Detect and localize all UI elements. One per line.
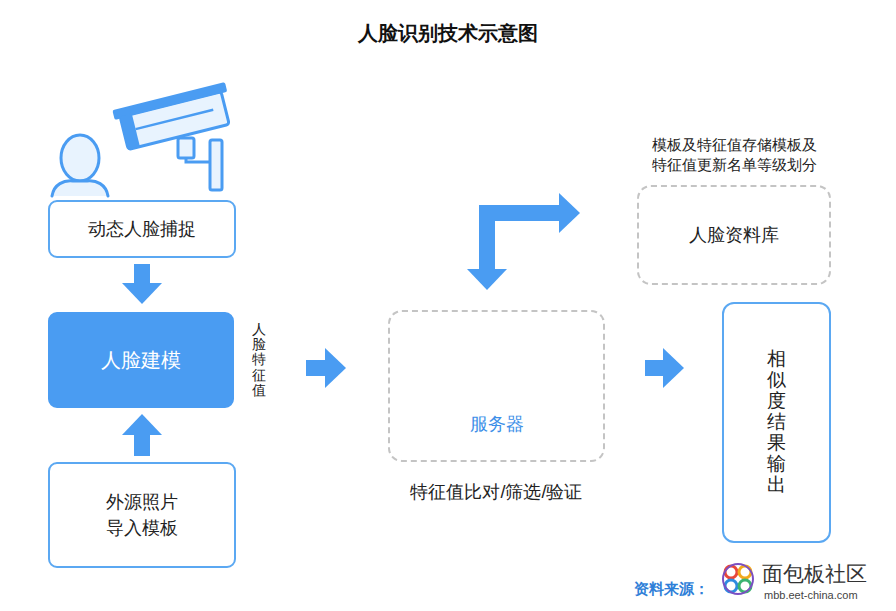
edge-label: 人脸特征值	[252, 322, 266, 399]
camera-lens	[120, 114, 140, 150]
arrow-shaft	[487, 213, 560, 270]
box-heading: 特征值比对/筛选/验证	[410, 480, 582, 504]
arrow-head	[467, 269, 507, 290]
block-arrow	[645, 348, 684, 388]
box-label: 人脸建模	[101, 347, 181, 374]
process-box: 动态人脸捕捉	[48, 200, 236, 258]
source-note: 资料来源：	[634, 580, 709, 599]
arrow-shaft	[134, 434, 150, 456]
block-arrow	[306, 348, 346, 388]
arrow-shaft	[306, 360, 326, 376]
camera-pole	[210, 140, 222, 190]
block-arrow	[467, 193, 580, 290]
watermark: 面包板社区	[762, 560, 867, 588]
block-arrow	[122, 414, 162, 456]
block-arrow	[122, 264, 162, 304]
watermark-logo	[723, 564, 753, 594]
person-icon	[52, 135, 108, 196]
camera-icon	[112, 82, 235, 190]
box-label: 人脸资料库	[689, 223, 779, 247]
arrow-head	[559, 193, 580, 233]
arrow-shaft	[134, 264, 150, 284]
camera-mount	[178, 138, 194, 158]
box-label: 动态人脸捕捉	[88, 217, 196, 241]
process-box: 人脸建模	[48, 312, 234, 408]
arrow-shaft	[645, 360, 664, 376]
arrow-head	[325, 348, 346, 388]
person-shoulders	[52, 181, 108, 196]
box-heading: 服务器	[470, 412, 524, 436]
server-box: 服务器特征值比对/筛选/验证	[388, 310, 605, 462]
arrow-head	[122, 283, 162, 304]
process-box: 外源照片 导入模板	[48, 462, 236, 568]
box-label: 相似度结果输出	[767, 349, 786, 495]
box-heading: 模板及特征值存储模板及 特征值更新名单等级划分	[644, 135, 824, 176]
arrow-head	[122, 414, 162, 435]
output-box: 相似度结果输出	[722, 302, 831, 543]
arrow-head	[663, 348, 684, 388]
camera-stripe	[136, 110, 214, 129]
database-box: 模板及特征值存储模板及 特征值更新名单等级划分人脸资料库	[637, 185, 831, 285]
diagram-title: 人脸识别技术示意图	[0, 20, 896, 47]
box-label: 外源照片 导入模板	[102, 489, 182, 541]
watermark: mbb.eet-china.com	[764, 589, 858, 601]
person-head	[61, 135, 99, 181]
